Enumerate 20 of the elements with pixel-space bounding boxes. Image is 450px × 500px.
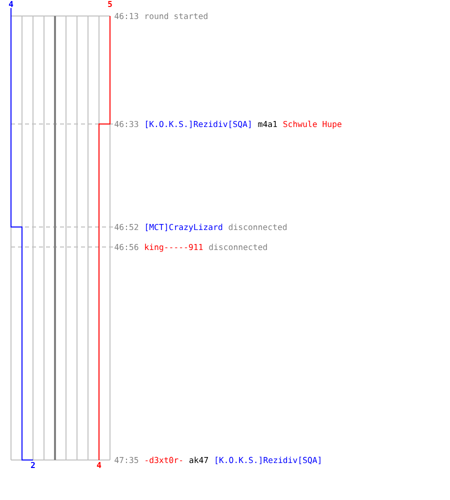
timestamp: 47:35 <box>114 456 138 464</box>
weapon-name: m4a1 <box>258 121 277 128</box>
team-score: 2 <box>31 462 35 468</box>
event-text: round started <box>146 12 208 20</box>
timestamp: 46:56 <box>114 244 138 250</box>
player-name: Schwule Hupe <box>283 120 342 129</box>
timestamp: 46:33 <box>114 120 138 128</box>
player-name: [MCT]CrazyLizard <box>146 224 222 232</box>
event-text: disconnected <box>228 224 287 230</box>
player-name: -d3xt0r- <box>146 456 182 464</box>
player-name: [K.O.K.S.]Rezidiv[SQA] <box>146 120 251 128</box>
timestamp: 46:13 <box>114 12 138 20</box>
player-name: [K.O.K.S.]Rezidiv[SQA] <box>216 456 320 464</box>
team-score: 5 <box>108 0 112 8</box>
team-score: 4 <box>8 1 14 7</box>
weapon-name: ak47 <box>189 456 208 464</box>
timestamp: 46:52 <box>114 224 138 230</box>
team-score: 4 <box>96 462 102 468</box>
event-text: disconnected <box>209 244 267 250</box>
player-name: king-----911 <box>145 244 203 252</box>
